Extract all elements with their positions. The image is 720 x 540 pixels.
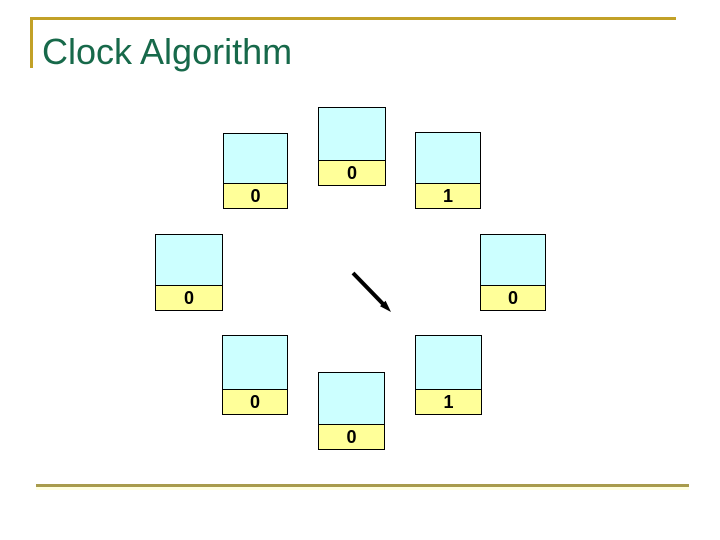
reference-bit-label: 0 [481, 285, 545, 310]
reference-bit-label: 1 [416, 389, 481, 414]
reference-bit-label: 1 [416, 183, 480, 208]
page-frame-body [319, 108, 385, 160]
page-frame-bottom-left: 0 [222, 335, 288, 415]
page-frame-left: 0 [155, 234, 223, 311]
page-frame-body [416, 336, 481, 389]
page-frame-top-left: 0 [223, 133, 288, 209]
reference-bit-label: 0 [156, 285, 222, 310]
reference-bit-label: 0 [223, 389, 287, 414]
page-frame-right: 0 [480, 234, 546, 311]
reference-bit-label: 0 [319, 160, 385, 185]
left-accent-rule [30, 17, 33, 68]
reference-bit-label: 0 [319, 424, 384, 449]
page-frame-body [416, 133, 480, 183]
page-frame-body [223, 336, 287, 389]
top-accent-rule [31, 17, 676, 20]
page-frame-body [481, 235, 545, 285]
slide-title: Clock Algorithm [42, 31, 293, 72]
page-frame-body [156, 235, 222, 285]
page-frame-body [319, 373, 384, 424]
page-frame-bottom: 0 [318, 372, 385, 450]
page-frame-top: 0 [318, 107, 386, 186]
page-frame-top-right: 1 [415, 132, 481, 209]
page-frame-body [224, 134, 287, 183]
clock-hand-arrow-icon [351, 271, 391, 312]
page-frame-bottom-right: 1 [415, 335, 482, 415]
reference-bit-label: 0 [224, 183, 287, 208]
bottom-accent-rule [36, 484, 689, 490]
